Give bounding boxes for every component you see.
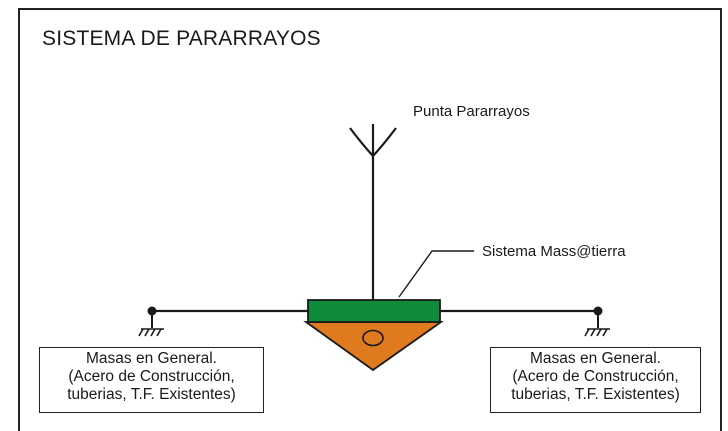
- masas-box-left-line-1: Masas en General.: [86, 350, 217, 367]
- diagram-title: SISTEMA DE PARARRAYOS: [42, 27, 321, 50]
- left-ground-symbol: [138, 328, 164, 337]
- ground-electrode-circle: [362, 329, 384, 347]
- punta-pararrayos-label: Punta Pararrayos: [413, 103, 530, 120]
- masas-box-right-line-3: tuberias, T.F. Existentes): [511, 386, 680, 403]
- masas-box-left-line-3: tuberias, T.F. Existentes): [67, 386, 236, 403]
- sistema-mass-tierra-label: Sistema Mass@tierra: [482, 243, 626, 260]
- masas-box-left-line-2: (Acero de Construcción,: [68, 368, 235, 385]
- masas-box-left: Masas en General. (Acero de Construcción…: [39, 347, 264, 413]
- masas-box-right: Masas en General. (Acero de Construcción…: [490, 347, 701, 413]
- mass-label-leader: [398, 250, 474, 298]
- mass-tierra-bar: [307, 299, 441, 323]
- right-ground-symbol: [584, 328, 610, 337]
- masas-box-right-line-2: (Acero de Construcción,: [512, 368, 679, 385]
- diagram-frame: [18, 8, 722, 431]
- masas-box-right-line-1: Masas en General.: [530, 350, 661, 367]
